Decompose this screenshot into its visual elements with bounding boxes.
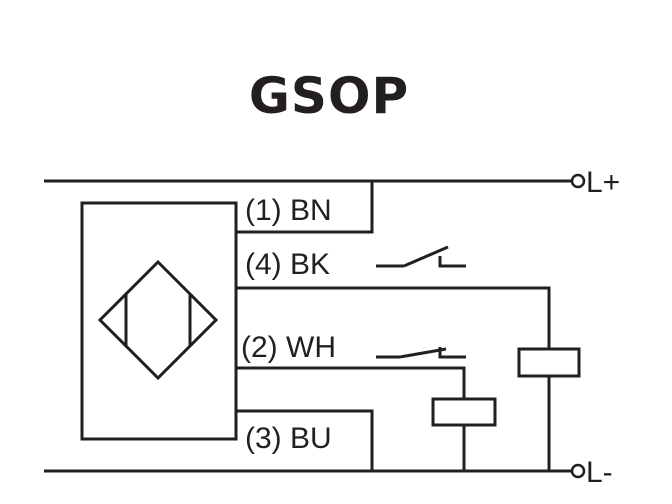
wire-label-bk: (4) BK xyxy=(245,248,330,281)
wire-label-wh: (2) WH xyxy=(241,331,336,364)
wh-switch-icon xyxy=(376,347,466,359)
wh-wire xyxy=(236,366,466,399)
l-plus-terminal xyxy=(570,173,586,189)
diagram-title: GSOP xyxy=(249,67,409,125)
bn-wire xyxy=(236,181,374,234)
wire-label-bn: (1) BN xyxy=(245,194,332,227)
sensor-body xyxy=(80,201,238,441)
bk-load xyxy=(517,347,581,378)
wh-load xyxy=(431,397,497,427)
l-minus-label: L- xyxy=(586,456,613,489)
bk-switch-icon xyxy=(376,245,466,268)
sensor-symbol-icon xyxy=(97,259,219,381)
l-minus-terminal xyxy=(570,463,586,479)
wire-label-bu: (3) BU xyxy=(245,422,332,455)
bk-wire xyxy=(236,286,551,349)
bu-wire xyxy=(236,409,374,471)
l-plus-label: L+ xyxy=(586,166,620,199)
